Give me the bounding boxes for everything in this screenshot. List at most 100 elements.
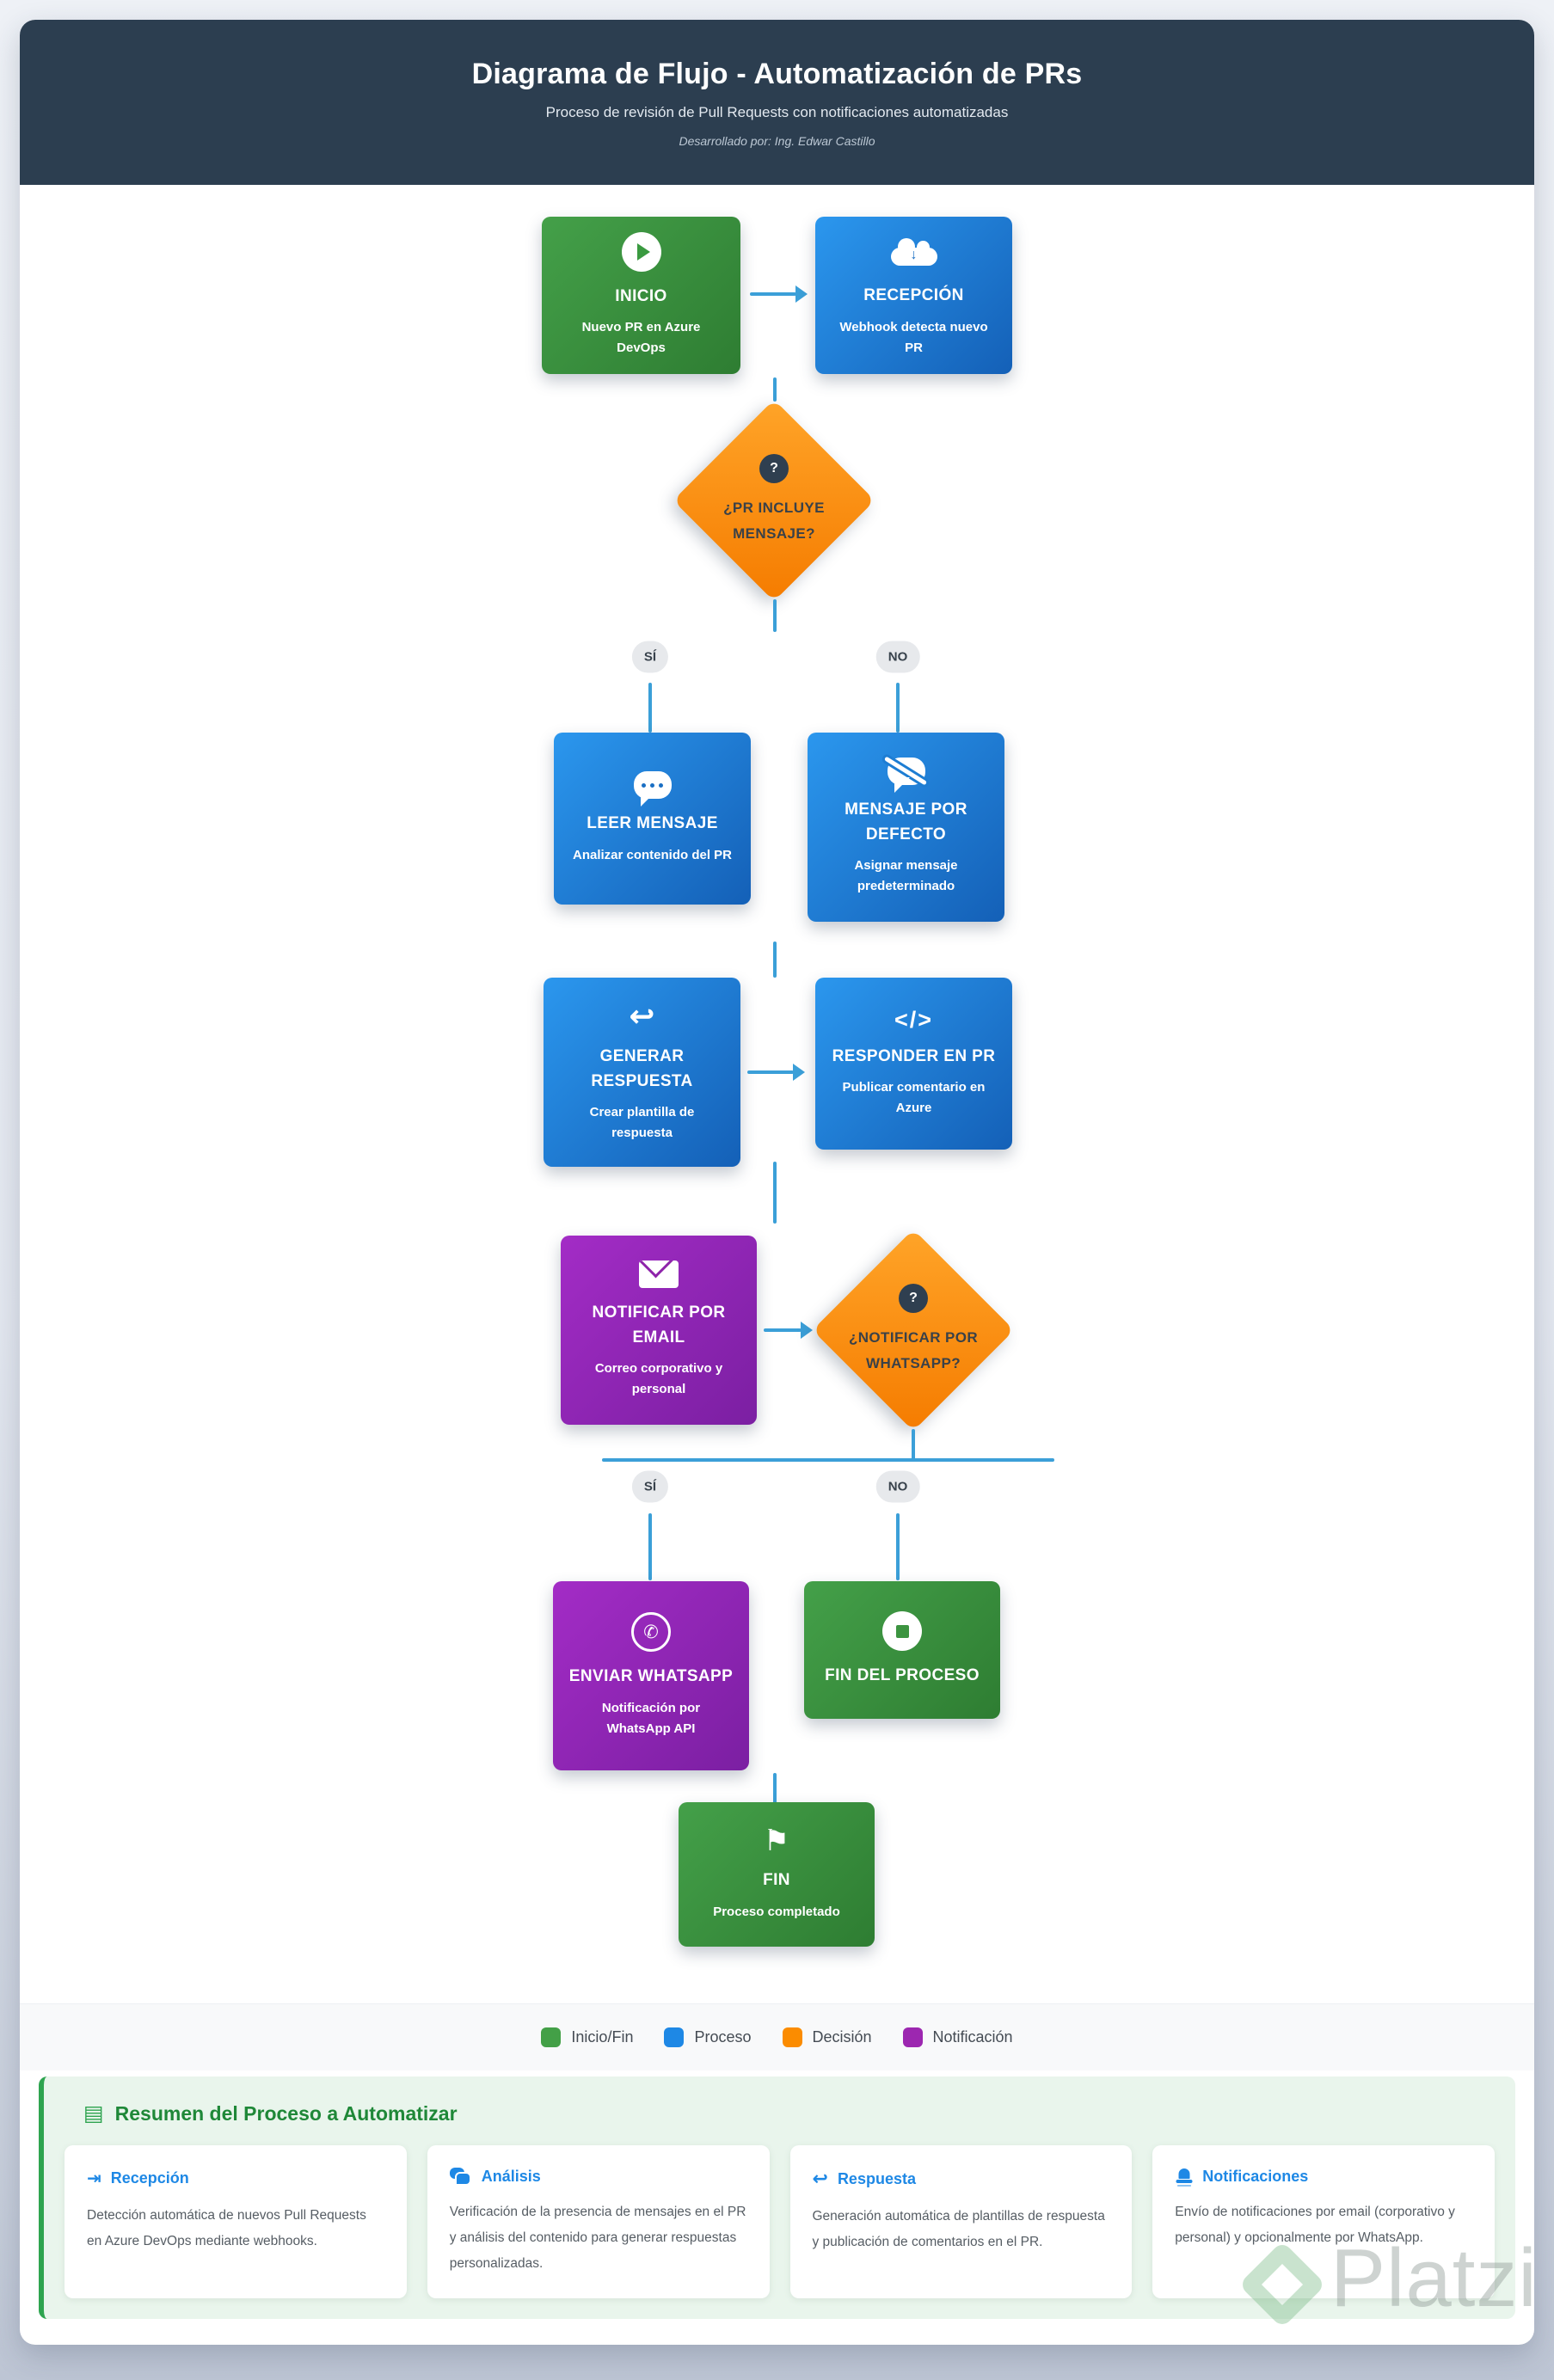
legend-item-decision: Decisión — [782, 2027, 872, 2047]
connector-line — [773, 942, 777, 978]
node-subtitle: Correo corporativo y personal — [594, 1361, 723, 1397]
connector-line — [648, 1513, 652, 1580]
comment-dots-icon — [633, 771, 672, 807]
summary-panel: ▤ Resumen del Proceso a Automatizar ⇥ Re… — [39, 2076, 1515, 2319]
connector-line — [912, 1429, 915, 1460]
branch-label-no: NO — [875, 641, 920, 673]
legend-swatch-orange — [782, 2027, 802, 2047]
legend-swatch-green — [541, 2027, 562, 2047]
page-author: Desarrollado por: Ing. Edwar Castillo — [679, 133, 875, 148]
node-subtitle: Asignar mensaje predeterminado — [854, 858, 958, 894]
legend-swatch-purple — [902, 2027, 923, 2047]
connector-arrow — [764, 1322, 813, 1339]
sign-in-icon: ⇥ — [87, 2169, 101, 2188]
summary-card-text: Generación automática de plantillas de r… — [812, 2209, 1105, 2250]
connector-line — [648, 683, 652, 733]
branch-label-si: SÍ — [631, 641, 669, 673]
node-subtitle: Proceso completado — [713, 1904, 840, 1919]
node-decision-whatsapp: ? ¿NOTIFICAR POR WHATSAPP? — [812, 1229, 1015, 1432]
code-icon: </> — [894, 1006, 934, 1033]
connector-line — [773, 377, 777, 402]
node-subtitle: Crear plantilla de respuesta — [589, 1105, 695, 1141]
legend-swatch-blue — [664, 2027, 685, 2047]
summary-card-analisis: Análisis Verificación de la presencia de… — [427, 2145, 770, 2298]
node-title: NOTIFICAR POR EMAIL — [592, 1303, 726, 1346]
connector-line — [602, 1458, 1054, 1462]
node-title: GENERAR RESPUESTA — [591, 1046, 693, 1090]
decision-question: ¿NOTIFICAR POR WHATSAPP? — [848, 1329, 979, 1371]
connector-line — [773, 599, 777, 632]
legend-label: Decisión — [812, 2028, 872, 2046]
stop-circle-icon — [882, 1611, 922, 1652]
summary-card-respuesta: ↩ Respuesta Generación automática de pla… — [789, 2145, 1133, 2298]
node-inicio: INICIO Nuevo PR en Azure DevOps — [542, 217, 740, 374]
summary-title-text: Resumen del Proceso a Automatizar — [114, 2101, 458, 2125]
node-notificar-email: NOTIFICAR POR EMAIL Correo corporativo y… — [561, 1236, 757, 1425]
comments-icon — [449, 2168, 472, 2186]
question-circle-icon: ? — [899, 1284, 928, 1314]
header: Diagrama de Flujo - Automatización de PR… — [20, 20, 1534, 185]
bell-icon — [1175, 2168, 1193, 2186]
envelope-icon — [639, 1260, 679, 1288]
whatsapp-icon: ✆ — [631, 1612, 671, 1653]
connector-line — [896, 683, 900, 733]
node-subtitle: Publicar comentario en Azure — [842, 1080, 986, 1116]
node-mensaje-defecto: MENSAJE POR DEFECTO Asignar mensaje pred… — [808, 733, 1004, 922]
node-responder-pr: </> RESPONDER EN PR Publicar comentario … — [815, 978, 1012, 1150]
cloud-download-icon: ↓ — [890, 238, 937, 267]
node-leer-mensaje: LEER MENSAJE Analizar contenido del PR — [554, 733, 751, 905]
summary-cards: ⇥ Recepción Detección automática de nuev… — [64, 2145, 1495, 2298]
legend-item-inicio-fin: Inicio/Fin — [541, 2027, 633, 2047]
summary-card-notificaciones: Notificaciones Envío de notificaciones p… — [1152, 2145, 1495, 2298]
connector-line — [773, 1162, 777, 1224]
node-enviar-whatsapp: ✆ ENVIAR WHATSAPP Notificación por Whats… — [553, 1581, 749, 1770]
node-title: INICIO — [615, 286, 667, 305]
branch-label-no: NO — [875, 1470, 920, 1503]
node-title: ENVIAR WHATSAPP — [568, 1667, 734, 1686]
node-fin: ⚑ FIN Proceso completado — [679, 1802, 875, 1947]
page-card: Diagrama de Flujo - Automatización de PR… — [20, 20, 1534, 2345]
connector-line — [896, 1513, 900, 1580]
reply-icon: ↩ — [629, 997, 655, 1034]
node-recepcion: ↓ RECEPCIÓN Webhook detecta nuevo PR — [815, 217, 1012, 374]
summary-card-title: Respuesta — [837, 2169, 916, 2187]
node-subtitle: Webhook detecta nuevo PR — [839, 319, 988, 355]
branch-label-si: SÍ — [631, 1470, 669, 1503]
node-subtitle: Analizar contenido del PR — [572, 847, 733, 862]
node-generar-respuesta: ↩ GENERAR RESPUESTA Crear plantilla de r… — [544, 978, 740, 1167]
summary-card-title: Análisis — [481, 2168, 541, 2185]
connector-arrow — [747, 1064, 805, 1081]
flag-checkered-icon: ⚑ — [763, 1825, 790, 1858]
legend-item-notificacion: Notificación — [902, 2027, 1013, 2047]
page-subtitle: Proceso de revisión de Pull Requests con… — [545, 103, 1009, 120]
node-title: LEER MENSAJE — [587, 814, 718, 833]
legend-item-proceso: Proceso — [664, 2027, 752, 2047]
legend-label: Inicio/Fin — [571, 2028, 634, 2046]
list-icon: ▤ — [83, 2101, 104, 2125]
page-title: Diagrama de Flujo - Automatización de PR… — [471, 57, 1083, 90]
summary-card-text: Envío de notificaciones por email (corpo… — [1175, 2205, 1455, 2246]
summary-card-text: Detección automática de nuevos Pull Requ… — [87, 2208, 366, 2249]
question-circle-icon: ? — [759, 454, 789, 484]
node-subtitle: Notificación por WhatsApp API — [601, 1700, 701, 1736]
node-title: FIN DEL PROCESO — [825, 1666, 980, 1685]
node-subtitle: Nuevo PR en Azure DevOps — [581, 320, 701, 356]
play-circle-icon — [621, 231, 661, 272]
legend-label: Proceso — [694, 2028, 752, 2046]
node-fin-proceso: FIN DEL PROCESO — [804, 1581, 1000, 1719]
decision-question: ¿PR INCLUYE MENSAJE? — [723, 500, 825, 542]
summary-title: ▤ Resumen del Proceso a Automatizar — [83, 2101, 1495, 2126]
connector-line — [773, 1773, 777, 1804]
node-title: RECEPCIÓN — [863, 286, 964, 305]
node-title: RESPONDER EN PR — [832, 1046, 996, 1065]
summary-card-recepcion: ⇥ Recepción Detección automática de nuev… — [64, 2145, 407, 2298]
connector-arrow — [750, 285, 808, 303]
legend: Inicio/Fin Proceso Decisión Notificación — [20, 2003, 1534, 2070]
node-title: FIN — [763, 1871, 790, 1890]
reply-icon: ↩ — [812, 2168, 828, 2189]
summary-card-title: Recepción — [110, 2169, 189, 2187]
node-decision-mensaje: ? ¿PR INCLUYE MENSAJE? — [673, 399, 875, 602]
node-title: MENSAJE POR DEFECTO — [845, 800, 967, 843]
summary-card-text: Verificación de la presencia de mensajes… — [449, 2205, 746, 2272]
comment-slash-icon — [883, 756, 927, 793]
